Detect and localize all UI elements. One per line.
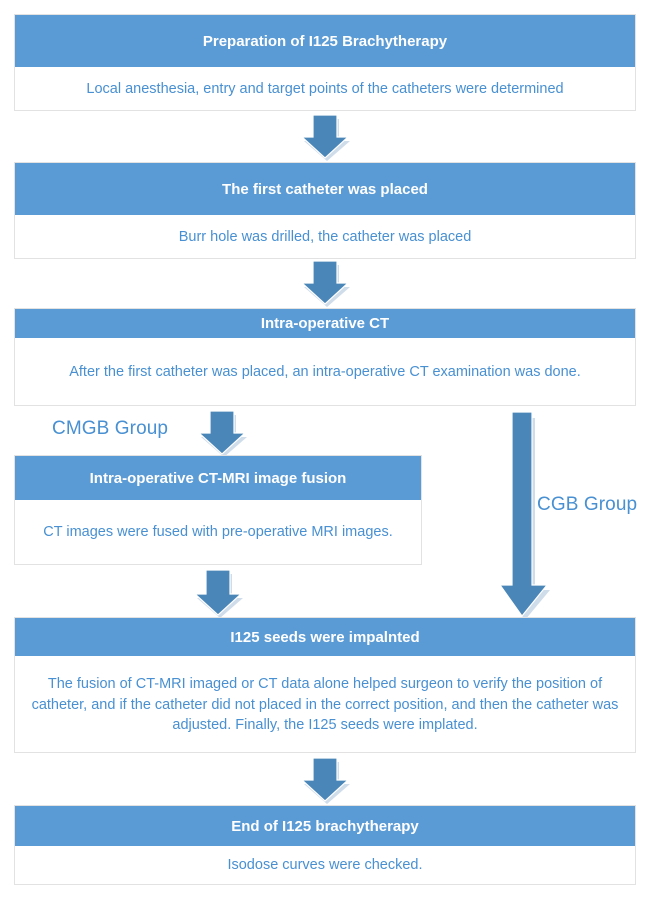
step-header-ct-mri-fusion: Intra-operative CT-MRI image fusion: [15, 456, 421, 500]
step-box-intraop-ct: Intra-operative CT After the first cathe…: [14, 308, 636, 406]
arrow-first-catheter-to-intraop-ct: [299, 259, 351, 307]
step-body-intraop-ct: After the first catheter was placed, an …: [69, 364, 581, 381]
step-box-end: End of I125 brachytherapy Isodose curves…: [14, 805, 636, 885]
arrow-preparation-to-first-catheter: [299, 113, 351, 161]
step-header-end: End of I125 brachytherapy: [15, 806, 635, 846]
step-header-seeds-implanted: I125 seeds were impalnted: [15, 618, 635, 656]
step-body-seeds-implanted: The fusion of CT-MRI imaged or CT data a…: [31, 676, 619, 734]
step-header-first-catheter: The first catheter was placed: [15, 163, 635, 215]
arrow-intraop-ct-to-fusion: [196, 409, 248, 457]
step-body-ct-mri-fusion: CT images were fused with pre-operative …: [43, 523, 393, 540]
step-header-intraop-ct: Intra-operative CT: [15, 309, 635, 338]
branch-label-cgb: CGB Group: [537, 494, 638, 515]
step-box-ct-mri-fusion: Intra-operative CT-MRI image fusion CT i…: [14, 455, 422, 565]
step-body-preparation: Local anesthesia, entry and target point…: [86, 80, 564, 97]
step-box-seeds-implanted: I125 seeds were impalnted The fusion of …: [14, 617, 636, 753]
branch-label-cmgb: CMGB Group: [52, 418, 169, 439]
arrow-seeds-to-end: [299, 756, 351, 804]
step-box-first-catheter: The first catheter was placed Burr hole …: [14, 162, 636, 259]
arrow-fusion-to-seeds: [192, 568, 244, 618]
step-header-preparation: Preparation of I125 Brachytherapy: [15, 15, 635, 67]
arrow-intraop-ct-to-seeds-cgb: [497, 409, 555, 621]
step-box-preparation: Preparation of I125 Brachytherapy Local …: [14, 14, 636, 111]
step-body-first-catheter: Burr hole was drilled, the catheter was …: [178, 228, 472, 245]
step-body-end: Isodose curves were checked.: [227, 856, 423, 873]
